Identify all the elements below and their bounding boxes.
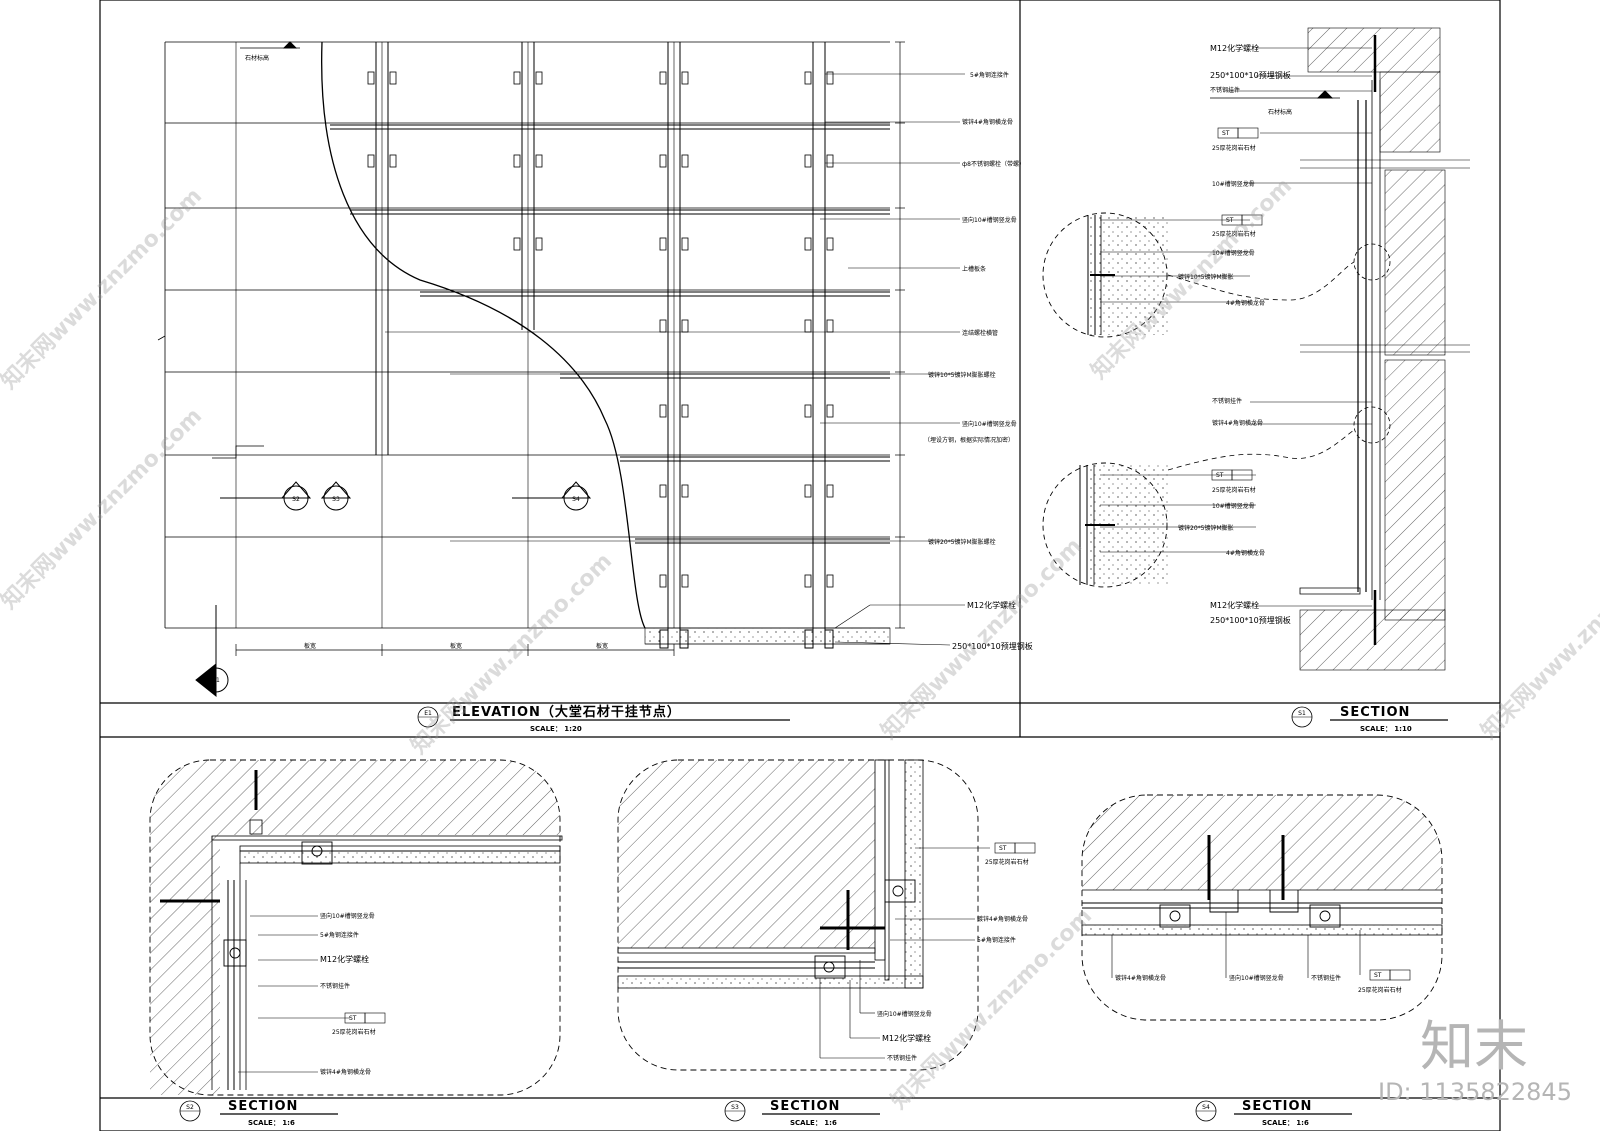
dim-3: 板宽 [596,642,608,650]
st-tag-1: ST [1222,130,1230,137]
section-s2-title-block: S2 SECTION SCALE： 1:6 [179,1099,338,1127]
st-tag-s4: ST [1374,972,1382,979]
callout-e1-6: 连结螺栓横管 [962,329,998,337]
section-s3-labels: ST 25厚花岗岩石材 镀锌4#角钢横龙骨 5#角钢连接件 竖向10#槽钢竖龙骨… [877,845,1029,1062]
callout-s1-7: 25厚花岗岩石材 [1212,230,1256,238]
s2-scale: SCALE： 1:6 [248,1119,295,1127]
callout-s4-3: 不锈钢挂件 [1311,974,1341,982]
st-tag-2: ST [1226,217,1234,224]
callout-s2-1: 竖向10#槽钢竖龙骨 [320,912,375,920]
callout-s3-3: 5#角钢连接件 [977,936,1016,944]
section-s2-labels: 竖向10#槽钢竖龙骨 5#角钢连接件 M12化学螺栓 不锈钢挂件 ST 25厚花… [320,912,376,1076]
callout-s4-1: 镀锌4#角钢横龙骨 [1115,974,1166,982]
floor-level-note: 石材标高 [245,54,269,62]
watermark-text-1: 知末网www.znzmo.com [0,183,207,394]
callout-s1-18: 250*100*10预埋钢板 [1210,615,1291,625]
callout-s3-2: 镀锌4#角钢横龙骨 [977,915,1028,923]
s1-scale: SCALE： 1:10 [1360,725,1412,733]
section-s4-drawing [1081,794,1443,1021]
callout-s1-10: 4#角钢横龙骨 [1226,299,1265,307]
marker-s2[interactable]: S2 [292,496,300,503]
watermark-text-6: 知末网www.znzmo.com [1476,533,1600,744]
callout-s2-2: 5#角钢连接件 [320,931,359,939]
callout-e1-10: 镀锌20*5镀锌M膨胀螺栓 [928,538,996,546]
callout-s2-6: 镀锌4#角钢横龙骨 [320,1068,371,1076]
callout-s1-1: M12化学螺栓 [1210,43,1259,53]
callout-s2-5: 25厚花岗岩石材 [332,1028,376,1036]
s3-scale: SCALE： 1:6 [790,1119,837,1127]
callout-s1-15: 镀锌20*5镀锌M膨胀 [1178,524,1234,532]
elevation-tag: E1 [424,710,432,717]
s2-title: SECTION [228,1099,298,1114]
callout-s1-11: 不锈钢挂件 [1212,397,1242,405]
callout-s1-4: 石材标高 [1268,108,1292,116]
dim-2: 板宽 [450,642,462,650]
callout-e1-4: 竖向10#槽钢竖龙骨 [962,216,1017,224]
section-s2-drawing [149,759,563,1096]
watermark-text-3: 知末网www.znzmo.com [406,548,617,759]
marker-s3[interactable]: S3 [332,496,340,503]
elevation-title-block: E1 ELEVATION（大堂石材干挂节点） SCALE： 1:20 [417,704,790,733]
callout-s4-2: 竖向10#槽钢竖龙骨 [1229,974,1284,982]
image-id: ID: 1135822845 [1378,1078,1572,1106]
callout-s2-4: 不锈钢挂件 [320,982,350,990]
callout-s3-5: M12化学螺栓 [882,1033,931,1043]
callout-e1-2: 镀锌4#角钢横龙骨 [962,118,1013,126]
s1-tag: S1 [1298,710,1306,717]
watermark-text-4: 知末网www.znzmo.com [876,533,1087,744]
elevation-scale: SCALE： 1:20 [530,725,582,733]
callout-s2-3: M12化学螺栓 [320,954,369,964]
elevation-title: ELEVATION（大堂石材干挂节点） [452,704,681,720]
marker-s4[interactable]: S4 [572,496,580,503]
section-s1-labels: M12化学螺栓 250*100*10预埋钢板 不锈钢挂件 石材标高 ST 25厚… [1178,43,1292,625]
callout-e1-3: ф8不锈钢螺栓（带螺） [962,160,1025,168]
st-tag-s2: ST [349,1015,357,1022]
callout-s1-9: 镀锌10*5镀锌M膨胀 [1178,273,1234,281]
sheet-frame [99,0,1501,1131]
elevation-drawing [157,41,965,698]
callout-s1-13: 25厚花岗岩石材 [1212,486,1256,494]
callout-s1-12: 镀锌4#角钢横龙骨 [1212,419,1263,427]
callout-e1-8: 竖向10#槽钢竖龙骨 [962,420,1017,428]
section-s4-title-block: S4 SECTION SCALE： 1:6 [1195,1099,1352,1127]
callout-s3-6: 不锈钢挂件 [887,1054,917,1062]
s2-tag: S2 [186,1104,194,1111]
s3-tag: S3 [731,1104,739,1111]
st-tag-s3: ST [999,845,1007,852]
s3-title: SECTION [770,1099,840,1114]
section-s1-title-block: S1 SECTION SCALE： 1:10 [1291,705,1448,733]
callout-s1-2: 250*100*10预埋钢板 [1210,70,1291,80]
s4-scale: SCALE： 1:6 [1262,1119,1309,1127]
callout-s3-1: 25厚花岗岩石材 [985,858,1029,866]
callout-s1-6: 10#槽钢竖龙骨 [1212,180,1255,188]
s4-title: SECTION [1242,1099,1312,1114]
brand-logo: 知末 [1420,1015,1528,1078]
callout-s1-8: 10#槽钢竖龙骨 [1212,249,1255,257]
section-s3-drawing [617,759,1036,1071]
callout-s3-4: 竖向10#槽钢竖龙骨 [877,1010,932,1018]
section-s1-drawing [1042,27,1470,671]
callout-s1-17: M12化学螺栓 [1210,600,1259,610]
callout-e1-11: M12化学螺栓 [967,600,1016,610]
callout-s1-14: 10#槽钢竖龙骨 [1212,502,1255,510]
callout-e1-1: 5#角钢连接件 [970,71,1009,79]
st-tag-3: ST [1216,472,1224,479]
watermark-text-2: 知末网www.znzmo.com [0,403,207,614]
callout-e1-12: 250*100*10预埋钢板 [952,641,1033,651]
callout-s1-3: 不锈钢挂件 [1210,86,1240,94]
callout-e1-9: （埋设方钢，根据实际情况加密） [924,436,1014,444]
dim-1: 板宽 [304,642,316,650]
section-s3-title-block: S3 SECTION SCALE： 1:6 [724,1099,880,1127]
callout-s4-4: 25厚花岗岩石材 [1358,986,1402,994]
callout-e1-7: 镀锌10*5镀锌M膨胀螺栓 [928,371,996,379]
section-s4-labels: 镀锌4#角钢横龙骨 竖向10#槽钢竖龙骨 不锈钢挂件 ST 25厚花岗岩石材 [1115,972,1402,994]
s1-title: SECTION [1340,705,1410,720]
callout-e1-5: 上槽板条 [962,265,986,273]
callout-s1-5: 25厚花岗岩石材 [1212,144,1256,152]
s4-tag: S4 [1202,1104,1210,1111]
callout-s1-16: 4#角钢横龙骨 [1226,549,1265,557]
marker-s1[interactable]: S1 [212,677,220,684]
elevation-labels: 石材标高 5#角钢连接件 镀锌4#角钢横龙骨 ф8不锈钢螺栓（带螺） 竖向10#… [212,54,1033,684]
